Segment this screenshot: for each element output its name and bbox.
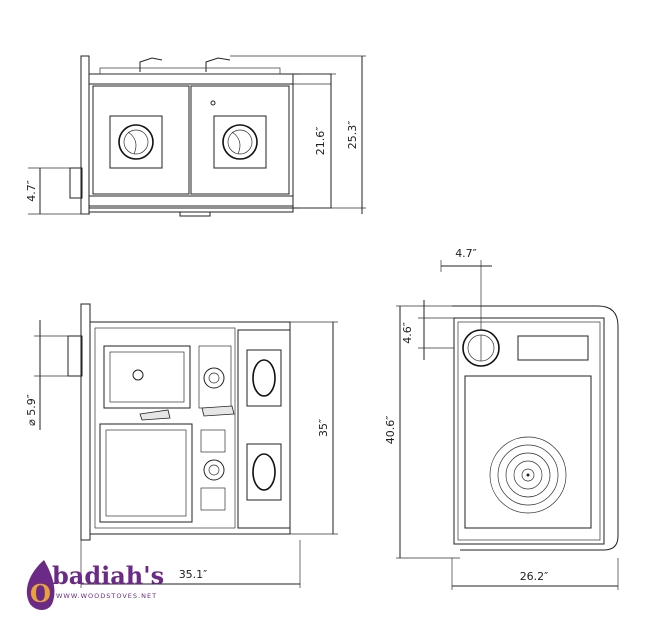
plan-side-panel: [237, 329, 291, 529]
dim-top-height-inner: 21.6″: [314, 127, 327, 156]
side-body: [453, 317, 605, 545]
dim-plan-width: 35.1″: [179, 568, 208, 581]
plan-handle-center: [139, 409, 171, 421]
front-dial-left: [109, 115, 163, 169]
plan-dial-upper: [252, 359, 276, 397]
front-flue-collar: [69, 167, 83, 199]
dim-plan-flue-diameter: ⌀ 5.9″: [25, 394, 38, 426]
obadiahs-logo: O badiah's WWW.WOODSTOVES.NET: [26, 560, 164, 610]
plan-firebox-top: [99, 423, 193, 523]
side-view: [396, 260, 619, 590]
dim-top-height-outer: 25.3″: [346, 121, 359, 150]
plan-knob-upper: [203, 367, 225, 389]
logo-url: WWW.WOODSTOVES.NET: [56, 592, 157, 600]
logo-name: badiah's: [52, 561, 164, 590]
dim-plan-depth: 35″: [317, 419, 330, 437]
dim-side-width: 26.2″: [520, 570, 549, 583]
side-vent-plate: [517, 335, 589, 361]
side-access-panel: [464, 375, 592, 529]
front-door-right: [190, 85, 290, 195]
plan-oven-top: [103, 345, 191, 409]
plan-view: [34, 303, 338, 588]
dim-side-flue-offset: 4.7″: [455, 247, 477, 260]
flame-icon: [26, 560, 55, 610]
front-door-left: [92, 85, 190, 195]
side-target-rings: [489, 436, 567, 514]
side-frame-rail: [452, 305, 619, 551]
front-top-handle-right: [205, 57, 231, 72]
dim-side-height: 40.6″: [384, 416, 397, 445]
plan-handle-right: [201, 405, 235, 417]
logo-initial: O: [30, 579, 51, 608]
front-elevation-view: [28, 55, 366, 217]
front-top-handle-left: [139, 57, 163, 72]
plan-flue-collar: [67, 335, 83, 377]
dim-top-flue-offset: 4.7″: [25, 180, 38, 202]
front-dial-right: [213, 115, 267, 169]
dim-side-flue-height: 4.6″: [401, 322, 414, 344]
plan-knob-lower: [203, 459, 225, 481]
plan-dial-lower: [252, 453, 276, 491]
